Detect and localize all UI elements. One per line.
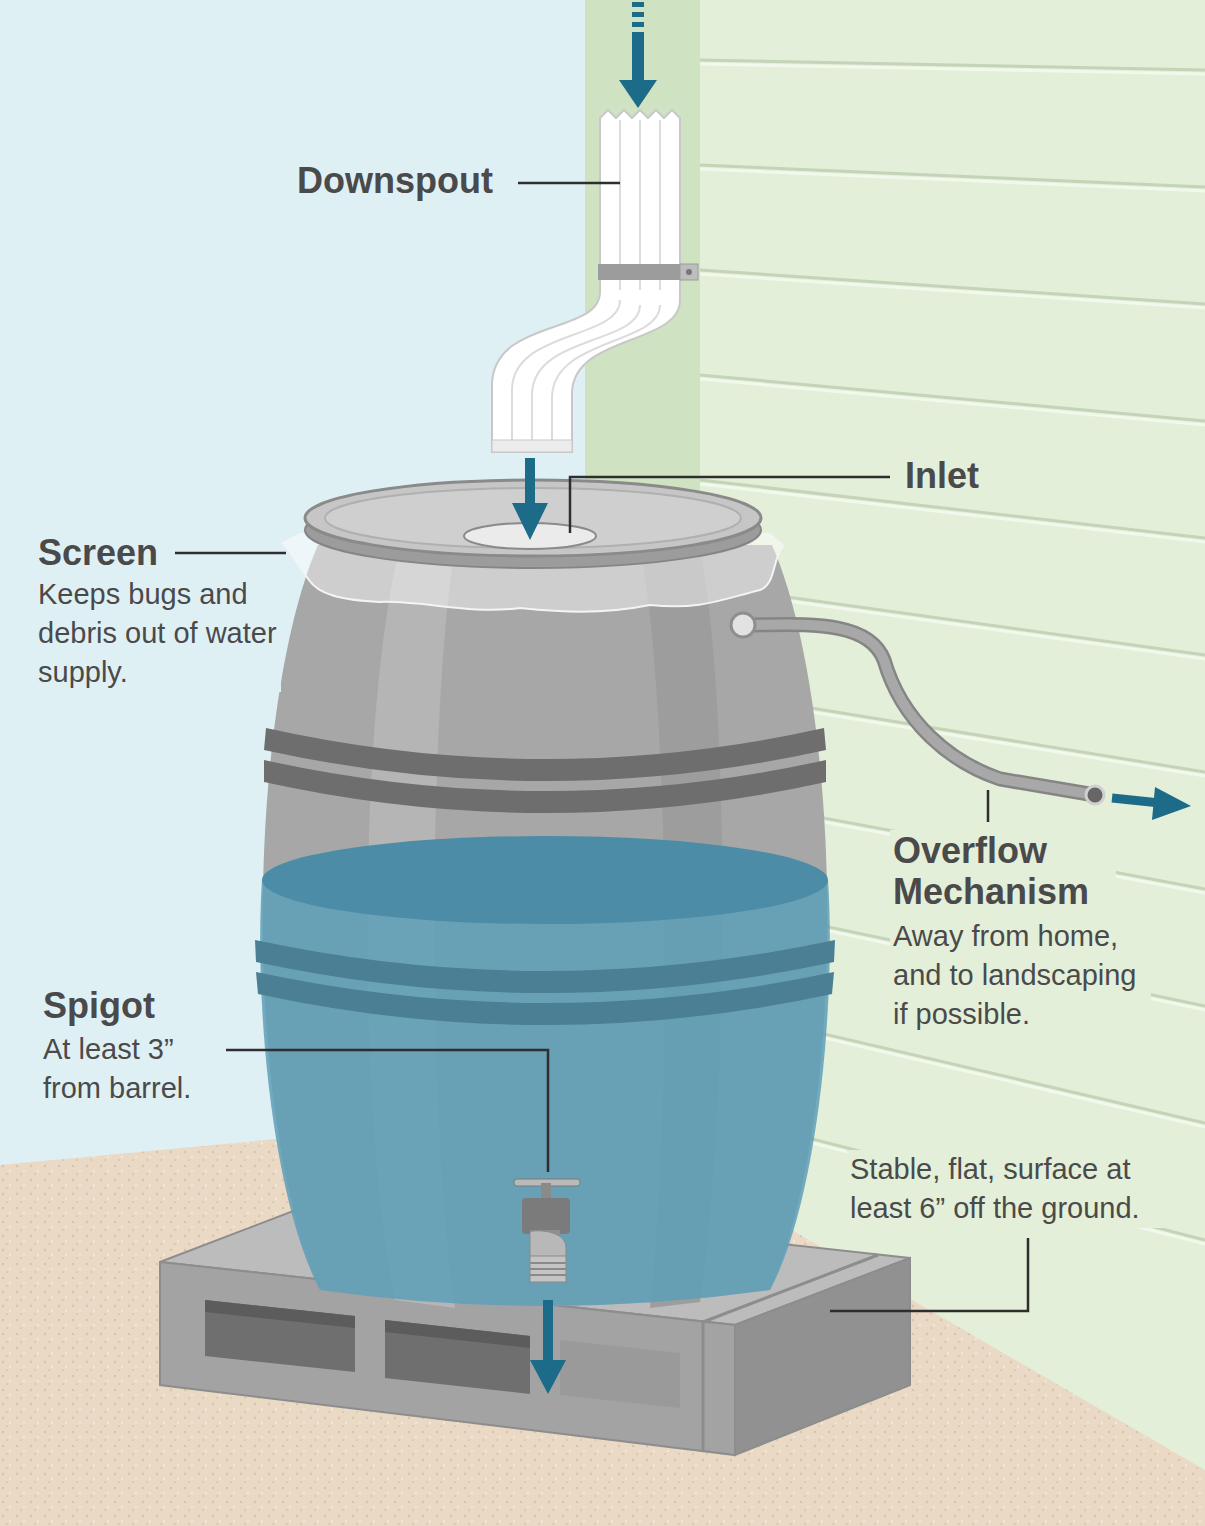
part-label: Inlet — [902, 455, 982, 496]
overflow-arrow-head — [1152, 787, 1191, 820]
overflow-pipe — [745, 625, 1095, 795]
thread-line — [530, 1268, 566, 1270]
strap-screw — [686, 269, 692, 275]
leader-line — [987, 790, 990, 822]
water — [260, 880, 830, 1306]
siding-highlight — [700, 379, 1205, 425]
flow-dash — [632, 2, 644, 7]
block-hole — [205, 1300, 355, 1372]
part-label: Spigot — [40, 985, 158, 1026]
part-label: Overflow Mechanism — [890, 830, 1116, 913]
note-text: Keeps bugs and debris out of water suppl… — [35, 575, 281, 692]
siding-line — [700, 165, 1205, 187]
overflow-pipe-body — [745, 625, 1095, 795]
downspout-ridge — [532, 305, 640, 450]
siding-highlight — [700, 169, 1205, 191]
inflow-shaft — [525, 458, 535, 506]
spigot-nozzle — [530, 1256, 566, 1282]
thread-line — [530, 1262, 566, 1264]
block-hole-shadow — [385, 1320, 530, 1348]
leader-line — [570, 477, 890, 533]
pipe-outlet — [1086, 786, 1104, 804]
siding-line — [700, 375, 1205, 421]
barrel-hoop — [256, 972, 834, 1025]
downspout-ridge — [512, 300, 620, 450]
block-hole-shadow — [205, 1300, 355, 1328]
downspout-ridges — [512, 120, 660, 450]
siding-highlight — [700, 64, 1205, 74]
note-text: Away from home, and to landscaping if po… — [890, 917, 1151, 1034]
outflow-head — [530, 1360, 566, 1394]
inflow-head — [512, 503, 548, 540]
leader-line — [175, 552, 286, 555]
thread-line — [530, 1274, 566, 1276]
siding-line — [700, 270, 1205, 304]
barrel-hoop — [255, 940, 835, 993]
part-label: Downspout — [294, 160, 496, 201]
leader-line — [830, 1238, 1028, 1311]
downspout-strap — [598, 264, 682, 280]
flow-dash — [632, 12, 644, 17]
part-label: Screen — [35, 532, 161, 573]
flow-arrow — [619, 2, 657, 108]
barrel-hoop — [264, 760, 826, 813]
water-surface — [262, 836, 828, 924]
note-text: Stable, flat, surface at least 6” off th… — [847, 1150, 1178, 1228]
leader-lines — [175, 183, 1028, 1311]
overflow-arrow-shaft — [1112, 798, 1160, 803]
strap-tab — [680, 264, 698, 280]
downspout-mouth — [492, 440, 572, 452]
spigot-thread — [530, 1263, 566, 1275]
outflow-shaft — [543, 1300, 553, 1364]
flow-dash — [632, 22, 644, 27]
siding-highlight — [700, 274, 1205, 308]
downspout — [492, 110, 680, 452]
flow-head — [619, 80, 657, 108]
block-hole — [385, 1320, 530, 1394]
flow-shaft — [632, 32, 644, 82]
block-panel — [560, 1340, 680, 1408]
block-seam — [702, 1322, 705, 1451]
spigot-spout — [530, 1231, 566, 1258]
note-text: At least 3” from barrel. — [40, 1030, 226, 1108]
leader-line — [212, 1050, 548, 1172]
overflow-fitting — [731, 613, 755, 637]
leader-line — [518, 182, 620, 185]
spigot-body — [522, 1198, 570, 1234]
downspout-ridge — [552, 305, 660, 450]
barrel-hoop — [264, 728, 826, 781]
